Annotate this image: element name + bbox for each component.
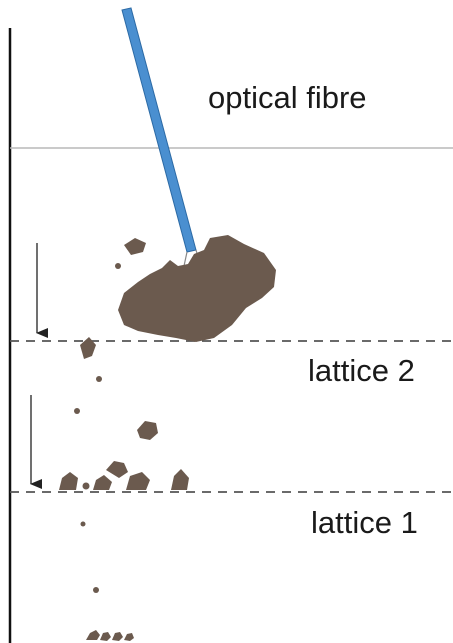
particle	[100, 632, 111, 641]
particle	[126, 472, 150, 490]
particle	[80, 337, 96, 359]
particle	[96, 376, 102, 382]
lattice-1-label: lattice 1	[311, 505, 418, 540]
particle	[59, 472, 78, 490]
particle	[124, 238, 146, 255]
particle	[106, 461, 128, 478]
particle	[171, 469, 189, 490]
particle	[80, 521, 86, 527]
particle	[82, 482, 90, 490]
lattice-2-label: lattice 2	[308, 353, 415, 388]
particle	[93, 587, 99, 593]
large-particle	[118, 235, 276, 342]
optical-fibre	[121, 7, 201, 267]
particle	[93, 475, 112, 490]
particle	[137, 421, 158, 440]
particle	[115, 263, 121, 269]
particle	[124, 633, 134, 641]
particle	[86, 630, 100, 640]
particle	[74, 408, 80, 414]
particle	[112, 632, 123, 641]
optical-fibre-label: optical fibre	[208, 80, 367, 115]
